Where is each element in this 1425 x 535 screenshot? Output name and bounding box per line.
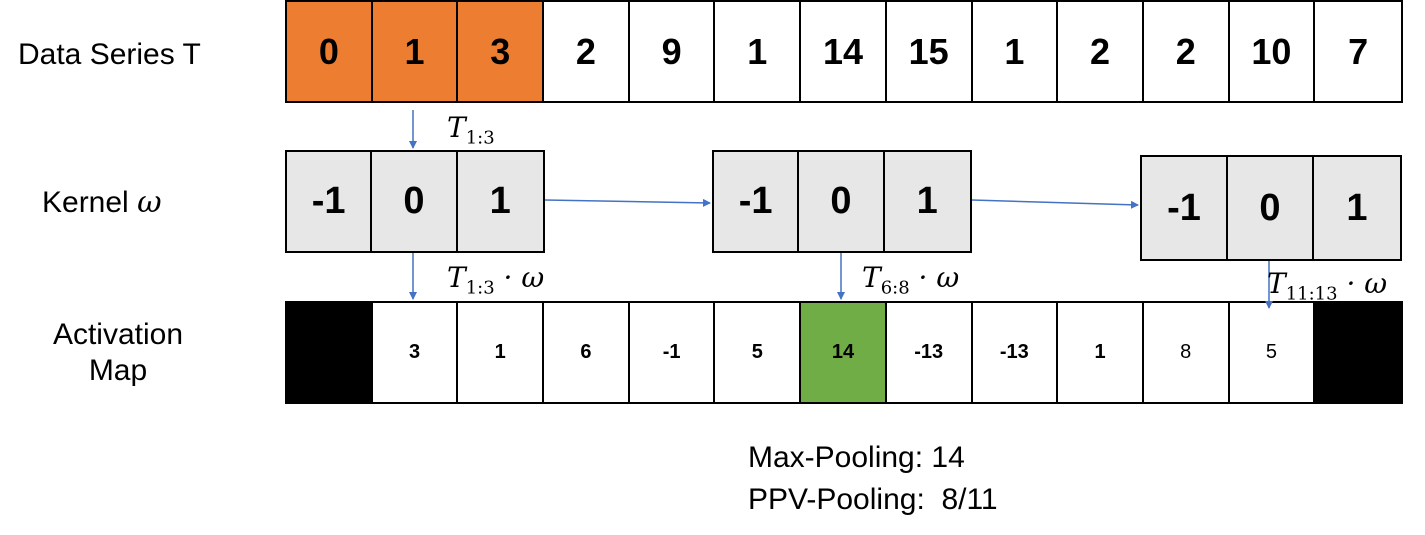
dot3-rest: · ω [1337, 267, 1388, 300]
dot1-rest: · ω [494, 261, 545, 294]
kernel-cell: 1 [916, 180, 938, 222]
dot1-t: T [447, 261, 466, 294]
activation-label: Activation Map [18, 317, 218, 389]
activation-cell: 1 [458, 303, 545, 402]
series-cell: 3 [458, 2, 545, 101]
activation-cell: 5 [715, 303, 802, 402]
activation-cell: 3 [373, 303, 459, 402]
max-pooling-text: Max-Pooling: 14 [748, 441, 965, 474]
dot-product-label-3: T11:13 · ω [1267, 268, 1387, 311]
activation-padding-cell [1315, 303, 1401, 402]
dot1-sub: 1:3 [465, 277, 495, 299]
series-cell: 9 [630, 2, 716, 101]
activation-cell: -13 [887, 303, 973, 402]
activation-cell: -1 [630, 303, 716, 402]
dot2-sub: 6:8 [880, 277, 910, 299]
series-cell: 0 [287, 2, 373, 101]
series-cell: 2 [544, 2, 630, 101]
series-cell: 15 [887, 2, 973, 101]
activation-map-row: 3 1 6 -1 5 14 -13 -13 1 8 5 [285, 301, 1403, 404]
kernel-cell: 0 [372, 152, 458, 251]
series-cell: 1 [372, 2, 459, 101]
series-cell: 2 [1058, 2, 1144, 101]
kernel-label: Kernel ω [42, 185, 162, 221]
dot2-t: T [862, 261, 881, 294]
dot3-t: T [1267, 267, 1286, 300]
series-cell: 7 [1348, 30, 1369, 72]
kernel-cell: -1 [714, 152, 800, 251]
kernel-cell: 1 [1346, 186, 1368, 229]
arrow-kernel2-to-kernel3 [971, 199, 1139, 209]
window-label-sub: 1:3 [465, 127, 495, 149]
activation-cell: -13 [973, 303, 1059, 402]
activation-max-cell: 14 [801, 303, 887, 402]
dot3-sub: 11:13 [1285, 283, 1338, 305]
series-cell: 2 [1144, 2, 1230, 101]
activation-label-line1: Activation [52, 318, 184, 351]
kernel-box-1: -1 0 1 [285, 150, 545, 253]
kernel-box-2: -1 0 1 [712, 150, 972, 253]
kernel-box-3: -1 0 1 [1140, 155, 1402, 261]
window-label: T1:3 [447, 112, 495, 155]
activation-cell: 1 [1058, 303, 1144, 402]
kernel-cell: 0 [799, 152, 885, 251]
activation-cell: 6 [544, 303, 630, 402]
kernel-cell: 0 [1228, 157, 1314, 259]
kernel-cell: -1 [287, 152, 373, 251]
kernel-symbol: ω [137, 185, 162, 220]
activation-label-line2: Map [88, 354, 148, 387]
dot-product-label-1: T1:3 · ω [447, 262, 544, 305]
kernel-label-text: Kernel [42, 186, 138, 219]
data-series-row: 0 1 3 2 9 1 14 15 1 2 2 10 7 [285, 0, 1403, 103]
dot2-rest: · ω [909, 261, 960, 294]
series-cell: 10 [1230, 2, 1316, 101]
activation-cell: 8 [1144, 303, 1230, 402]
arrow-kernel1-to-kernel2 [544, 198, 711, 207]
activation-padding-cell [287, 303, 373, 402]
dot-product-label-2: T6:8 · ω [862, 262, 959, 305]
activation-cell: 5 [1230, 303, 1316, 402]
series-label: Data Series T [18, 38, 201, 71]
ppv-pooling-text: PPV-Pooling: 8/11 [748, 483, 998, 516]
kernel-cell: 1 [489, 180, 511, 222]
series-cell: 1 [973, 2, 1059, 101]
series-cell: 14 [801, 2, 887, 101]
series-cell: 1 [715, 2, 802, 101]
window-label-t: T [447, 111, 466, 144]
kernel-cell: -1 [1142, 157, 1228, 259]
